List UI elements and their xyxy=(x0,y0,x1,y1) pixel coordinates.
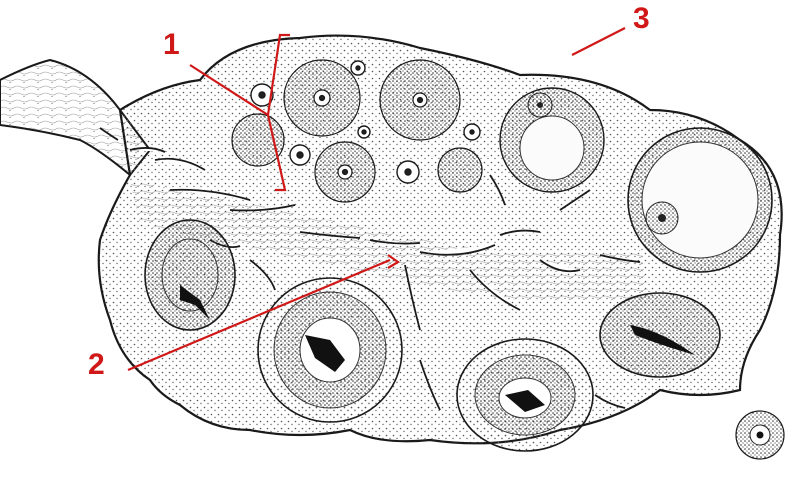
corpus-structure-bottom xyxy=(457,339,593,451)
callout-label-3: 3 xyxy=(633,4,650,34)
released-oocyte xyxy=(736,411,784,459)
corpus-structure-center xyxy=(258,278,402,422)
antral-follicle-1 xyxy=(500,88,604,192)
corpus-structure-left xyxy=(145,220,235,330)
callout-label-2: 2 xyxy=(88,350,105,380)
corpus-structure-right xyxy=(600,293,720,377)
callout-3-leader xyxy=(572,28,625,55)
callout-label-1: 1 xyxy=(163,30,180,60)
antral-follicle-2 xyxy=(628,128,772,272)
